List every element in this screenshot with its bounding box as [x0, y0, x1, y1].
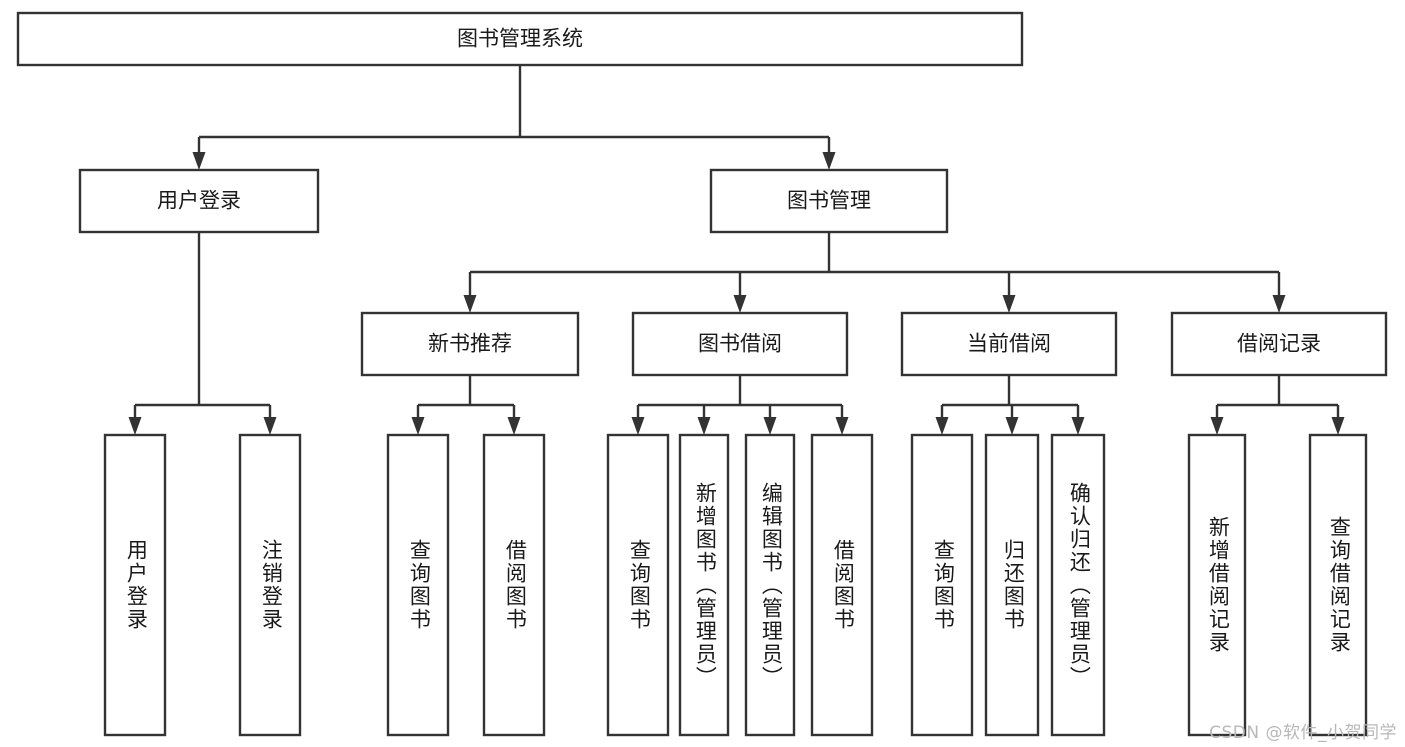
- node-box-查询图书[interactable]: [910, 433, 974, 737]
- arrow-head-icon: [763, 417, 777, 435]
- arrow-head-icon: [1071, 417, 1085, 435]
- node-box-归还图书[interactable]: [984, 433, 1040, 737]
- node-box-编辑图书管理员[interactable]: [744, 433, 796, 737]
- node-box-查询图书[interactable]: [606, 433, 670, 737]
- node-box-新增借阅记录[interactable]: [1187, 433, 1247, 737]
- arrow-head-icon: [1002, 295, 1016, 313]
- node-box-新增图书管理员[interactable]: [678, 433, 730, 737]
- node-box-确认归还管理员[interactable]: [1050, 433, 1106, 737]
- node-label-当前借阅: 当前借阅: [967, 333, 1051, 356]
- watermark-text: CSDN @软件_小贺同学: [1209, 723, 1397, 743]
- connector-lines: [128, 65, 1345, 435]
- node-box-用户登录[interactable]: [103, 433, 167, 737]
- arrow-head-icon: [697, 417, 711, 435]
- arrow-head-icon: [411, 417, 425, 435]
- arrow-head-icon: [128, 417, 142, 435]
- arrow-head-icon: [1210, 417, 1224, 435]
- node-label-用户登录: 用户登录: [157, 190, 241, 213]
- node-label-图书管理: 图书管理: [787, 190, 871, 213]
- node-label-借阅记录: 借阅记录: [1237, 333, 1321, 356]
- node-label-新书推荐: 新书推荐: [428, 333, 512, 356]
- arrow-head-icon: [822, 152, 836, 170]
- node-box-查询借阅记录[interactable]: [1308, 433, 1368, 737]
- node-box-借阅图书[interactable]: [810, 433, 874, 737]
- arrow-head-icon: [507, 417, 521, 435]
- arrow-head-icon: [631, 417, 645, 435]
- node-label-图书管理系统: 图书管理系统: [457, 28, 583, 51]
- node-box-新书推荐[interactable]: [360, 311, 580, 377]
- arrow-head-icon: [935, 417, 949, 435]
- arrow-head-icon: [463, 295, 477, 313]
- arrow-head-icon: [192, 152, 206, 170]
- node-box-用户登录[interactable]: [78, 168, 320, 234]
- node-box-注销登录[interactable]: [238, 433, 302, 737]
- node-label-图书借阅: 图书借阅: [698, 333, 782, 356]
- node-box-图书借阅[interactable]: [631, 311, 849, 377]
- node-box-借阅记录[interactable]: [1170, 311, 1388, 377]
- arrow-head-icon: [1005, 417, 1019, 435]
- arrow-head-icon: [1331, 417, 1345, 435]
- arrow-head-icon: [733, 295, 747, 313]
- node-box-图书管理系统[interactable]: [16, 11, 1024, 67]
- node-box-当前借阅[interactable]: [900, 311, 1118, 377]
- arrow-head-icon: [1272, 295, 1286, 313]
- node-box-图书管理[interactable]: [709, 168, 949, 234]
- arrow-head-icon: [263, 417, 277, 435]
- node-boxes: [16, 11, 1388, 737]
- node-box-查询图书[interactable]: [386, 433, 450, 737]
- node-box-借阅图书[interactable]: [482, 433, 546, 737]
- arrow-head-icon: [835, 417, 849, 435]
